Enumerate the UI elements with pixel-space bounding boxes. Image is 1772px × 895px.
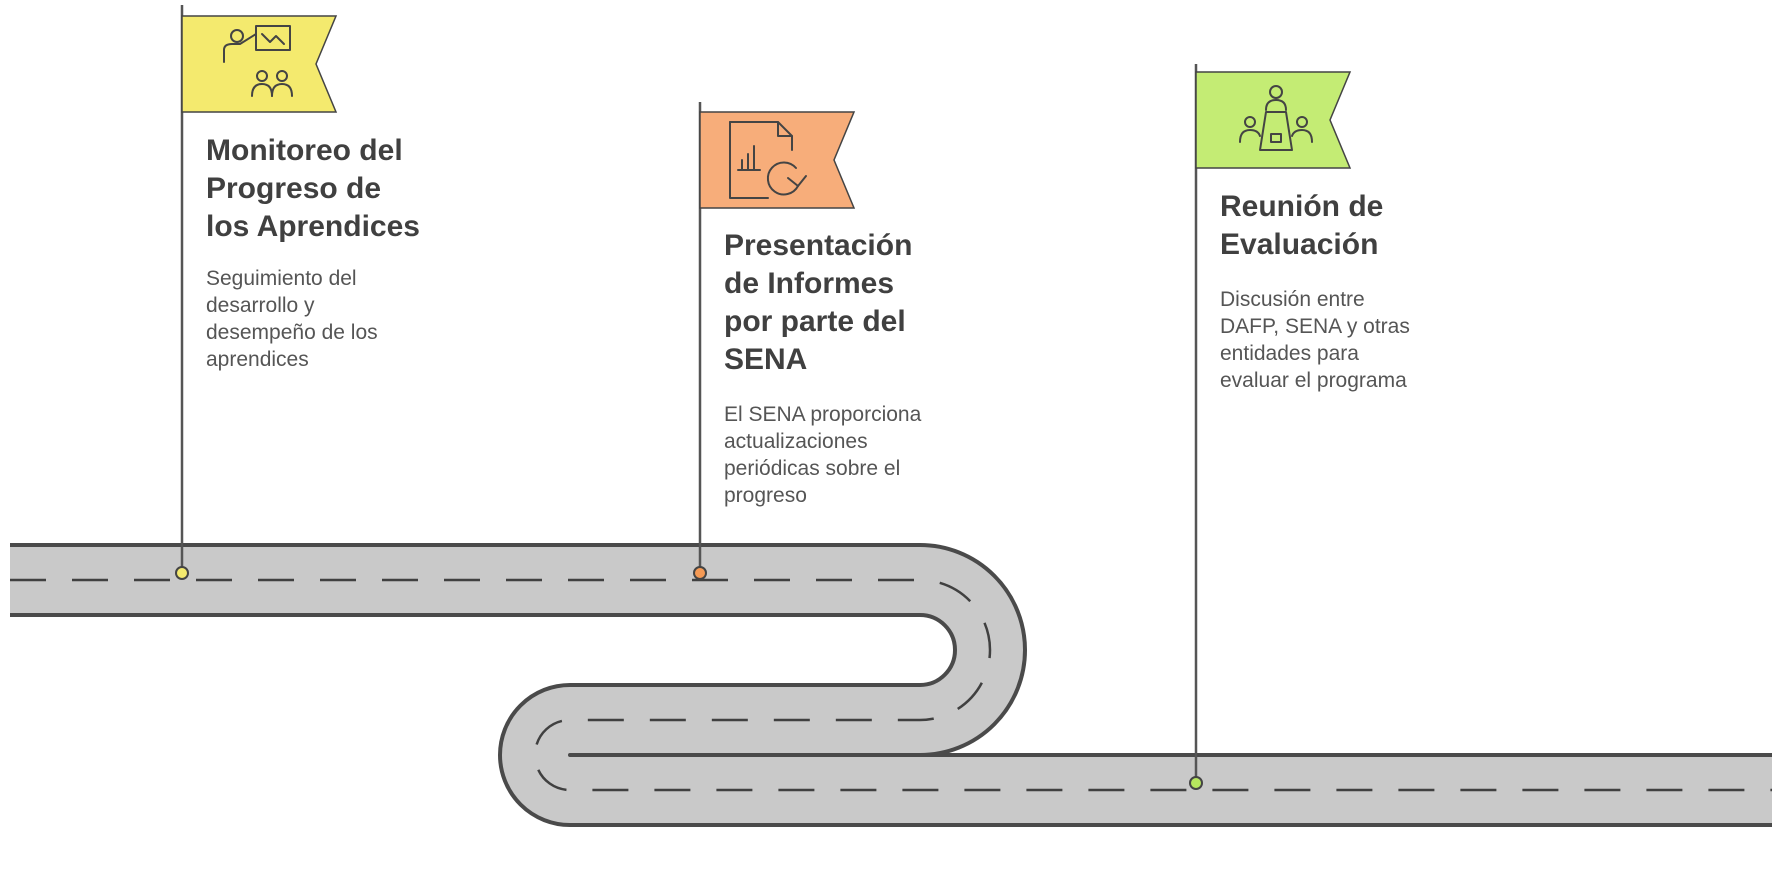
flag [181,15,338,113]
road-marker [1189,776,1203,790]
milestone-3 [1189,64,1352,790]
milestone-2-description: El SENA proporciona actualizaciones peri… [724,403,922,507]
teacher-students-icon [223,25,293,97]
milestone-2 [693,102,856,580]
road-marker [175,566,189,580]
winding-road [10,543,1772,827]
road-surface [10,547,1772,823]
milestone-1-title: Monitoreo del Progreso de los Aprendices [206,134,420,243]
milestone-1 [175,5,338,580]
flag [1195,71,1352,169]
milestone-3-description: Discusión entre DAFP, SENA y otras entid… [1220,288,1410,392]
milestone-1-description: Seguimiento del desarrollo y desempeño d… [206,267,378,371]
meeting-table-icon [1239,85,1313,151]
milestone-3-title: Reunión de Evaluación [1220,190,1384,261]
milestone-2-title: Presentación de Informes por parte del S… [724,229,913,376]
road-marker [693,566,707,580]
report-refresh-icon [729,121,807,199]
flag [699,111,856,209]
